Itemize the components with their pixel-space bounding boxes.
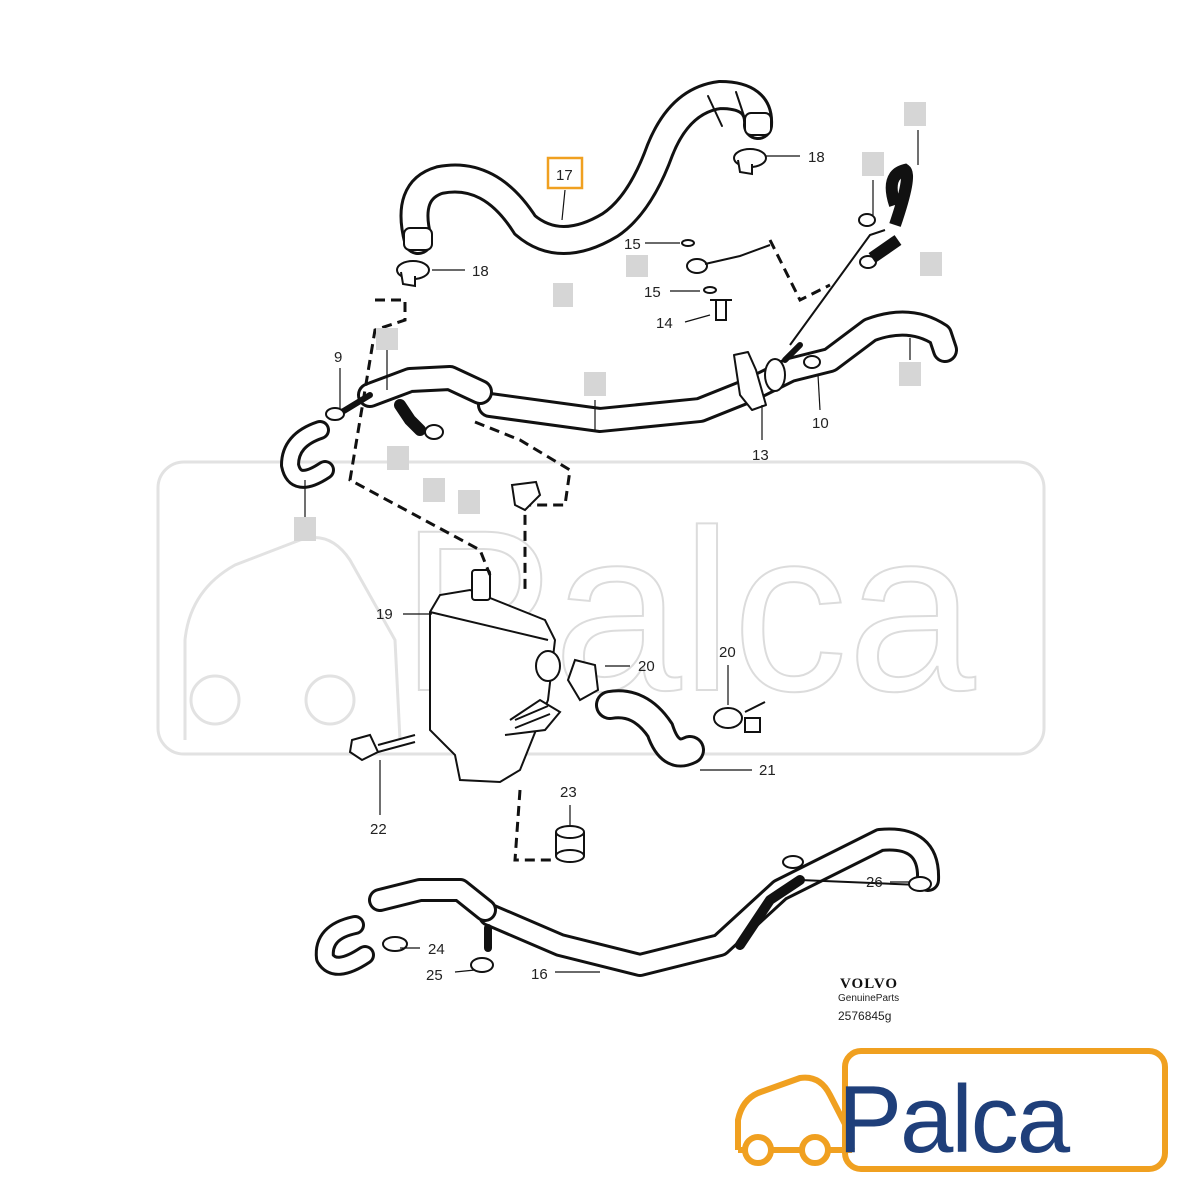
- callout-17: 17: [556, 167, 573, 184]
- clamp-18-left: [396, 260, 430, 288]
- callout-21: 21: [759, 762, 776, 779]
- diagram-code: 2576845g: [838, 1009, 891, 1023]
- bolt-22: [348, 733, 416, 762]
- callout-24: 24: [428, 941, 445, 958]
- genuine-parts-text: GenuineParts: [838, 993, 899, 1004]
- callout-15-bottom: 15: [644, 284, 661, 301]
- callout-labels: 17 18 18 15 15 14 9 13 10 19 20 20 21 22…: [334, 149, 883, 984]
- volvo-caption: VOLVO GenuineParts 2576845g: [838, 976, 899, 1023]
- upper-hose-assembly: [280, 310, 958, 489]
- palca-logo-text: Palca: [838, 1066, 1071, 1173]
- callout-10: 10: [812, 415, 829, 432]
- callout-25: 25: [426, 967, 443, 984]
- callout-18-top: 18: [808, 149, 825, 166]
- palca-logo: Palca: [735, 1048, 1168, 1173]
- clamp-18-top: [733, 148, 767, 176]
- callout-16: 16: [531, 966, 548, 983]
- clamp-20-right: [713, 701, 766, 733]
- callout-17-highlight: [546, 156, 584, 190]
- car-icon: [735, 1074, 855, 1166]
- callout-23: 23: [560, 784, 577, 801]
- oil-trap-19: [429, 569, 562, 784]
- lower-hose-assembly: [314, 827, 941, 977]
- hose-21: [595, 689, 705, 768]
- hose-17: [399, 79, 773, 255]
- callout-9: 9: [334, 349, 342, 366]
- callout-15-top: 15: [624, 236, 641, 253]
- callout-18-left: 18: [472, 263, 489, 280]
- leader-lines: [304, 130, 919, 973]
- bush-23: [555, 825, 585, 863]
- t-fitting: [510, 480, 542, 512]
- volvo-brand: VOLVO: [840, 976, 898, 992]
- dashed-routing: [348, 239, 831, 862]
- fitting-group-14-15: [681, 163, 913, 346]
- callout-19: 19: [376, 606, 393, 623]
- callout-20-left: 20: [638, 658, 655, 675]
- clamp-20-left: [566, 658, 600, 702]
- callout-22: 22: [370, 821, 387, 838]
- callout-13: 13: [752, 447, 769, 464]
- callout-14: 14: [656, 315, 673, 332]
- blank-callouts: [294, 102, 942, 541]
- callout-26: 26: [866, 874, 883, 891]
- callout-20-right: 20: [719, 644, 736, 661]
